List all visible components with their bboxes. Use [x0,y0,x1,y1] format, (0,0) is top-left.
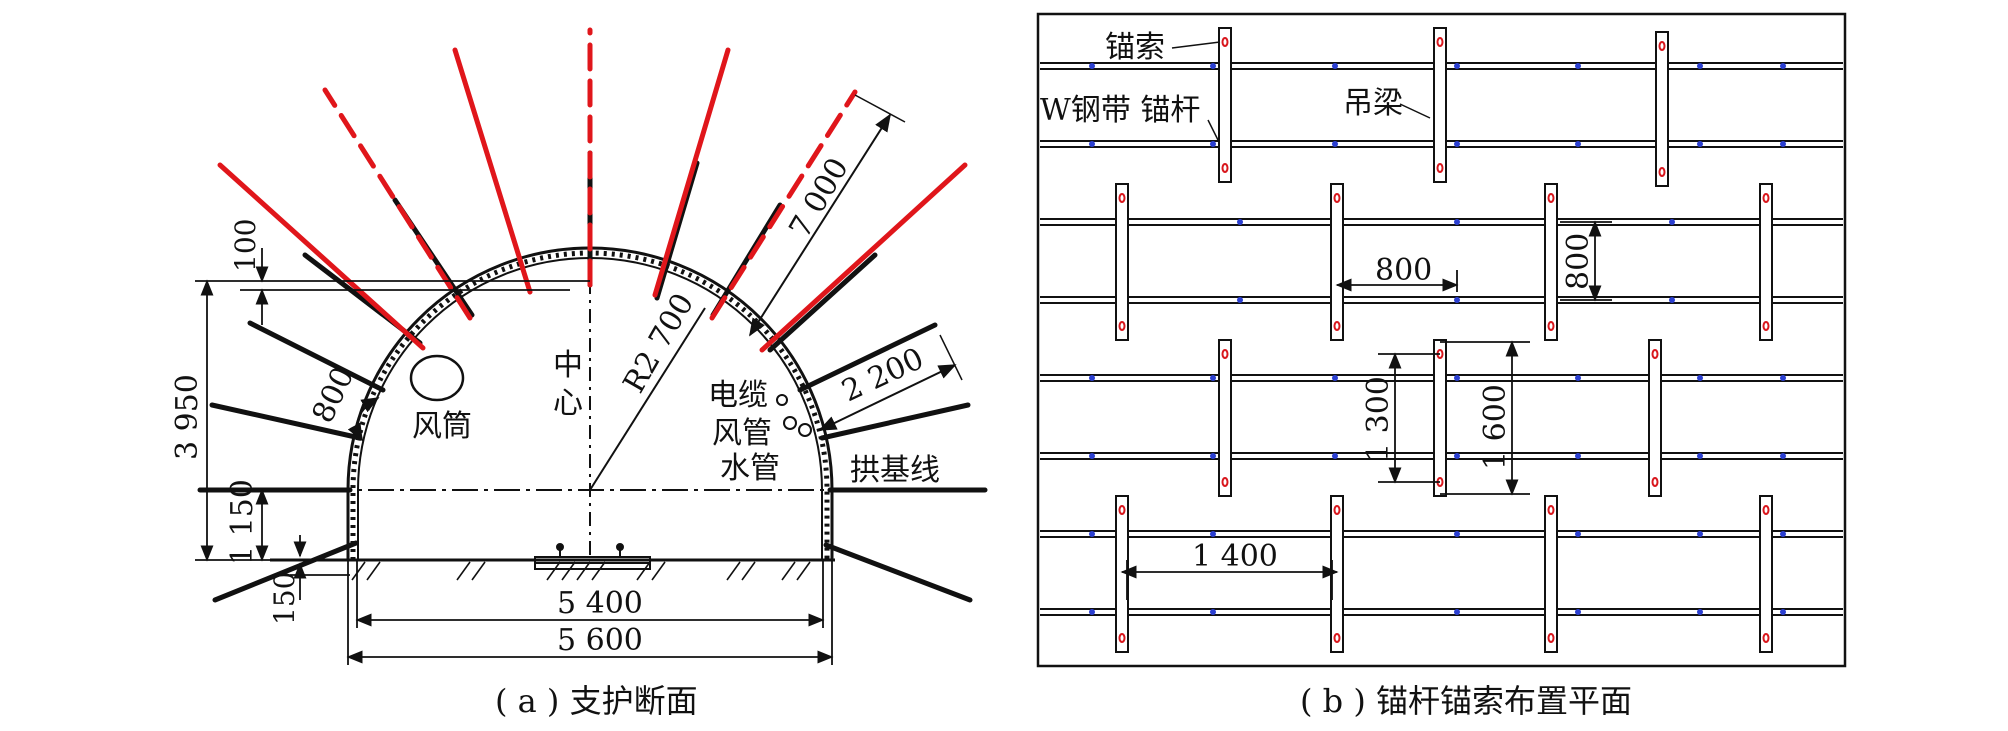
cable-label-b: 锚索 [1105,30,1165,65]
dim-150: 150 [268,572,301,625]
dim-5600: 5 600 [557,623,643,658]
dim-800-a: 800 [306,362,362,429]
dim-5400: 5 400 [557,586,643,621]
panel-b-plan: 锚索 W钢带 锚杆 吊梁 800 800 1 300 1 600 [1036,12,1847,720]
dim-800v-lines [1560,220,1612,302]
dim-2200-line [818,364,957,431]
dim-7000: 7 000 [783,152,856,244]
dim-800h: 800 [1375,253,1432,288]
cable-holes [1118,37,1770,643]
dim-800-arc [347,397,380,442]
wstrip-bolt-label: W钢带 锚杆 [1040,93,1200,128]
plan-frame [1036,12,1847,668]
dim-100: 100 [229,219,262,272]
hanging-beams [1115,27,1773,653]
dim-3950: 3 950 [170,374,205,460]
floor-hatch [351,561,811,581]
air-duct-shape [409,354,465,402]
air-pipe-label: 风管 [712,416,772,451]
dim-7000-line [749,113,891,337]
dim-1300: 1 300 [1361,376,1396,462]
bottom-dims [346,560,834,665]
dim-1600: 1 600 [1478,384,1513,470]
dim-1400: 1 400 [1192,539,1278,574]
leader-lines [1171,41,1431,141]
water-pipe-label: 水管 [720,451,780,486]
air-duct-label: 风筒 [412,409,472,444]
bolt-dots [1089,63,1786,615]
anchor-cables [217,27,968,353]
arch-line-label: 拱基线 [850,453,940,488]
dim-800h-lines [1335,270,1459,292]
pipe-circles [776,394,812,437]
center-label-1: 中 [553,348,583,383]
dim-1300-lines [1378,352,1440,484]
left-dims [195,248,590,600]
panel-b-caption: ( b ) 锚杆锚索布置平面 [1300,682,1632,720]
cable-label: 电缆 [708,378,768,413]
dim-1600-lines [1440,340,1530,496]
panel-a-section: 风筒 电缆 风管 水管 拱基线 中 心 R2 700 7 000 2 200 8… [170,27,988,720]
beam-label: 吊梁 [1343,86,1403,121]
dim-800v: 800 [1561,233,1596,290]
radius-line [589,307,706,491]
panel-a-caption: ( a ) 支护断面 [495,682,698,720]
rail-track [534,543,651,570]
dim-1150: 1 150 [225,479,260,565]
center-label-2: 心 [553,386,583,421]
dim-1400-lines [1120,560,1339,600]
